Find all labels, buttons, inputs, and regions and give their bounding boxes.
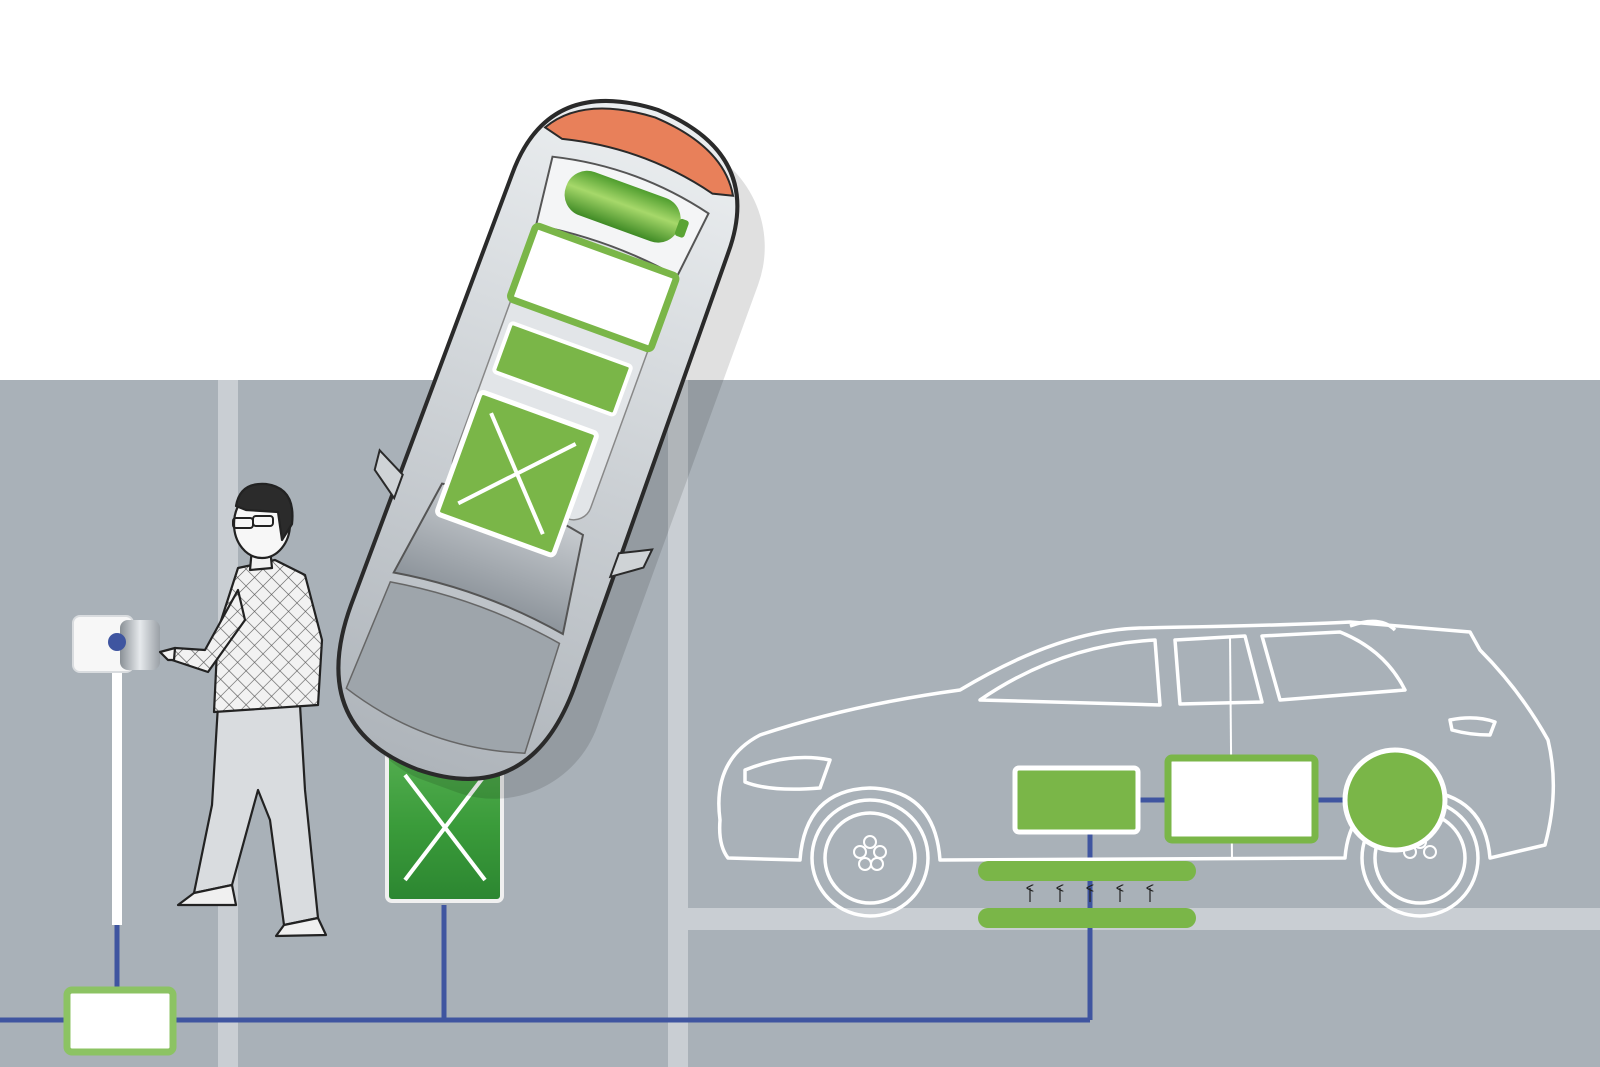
side-view-car	[717, 619, 1556, 918]
inductive-charging-pad-icon	[385, 751, 504, 903]
ground-transmitter-pad	[978, 908, 1196, 928]
person-icon	[158, 482, 328, 938]
car-converter-box	[1012, 765, 1141, 835]
car-motor	[1342, 747, 1448, 853]
vehicle-receiver-pad	[978, 861, 1196, 881]
charging-station-icon	[72, 615, 160, 925]
energy-transfer-arrows	[1030, 888, 1150, 902]
top-view-car	[336, 98, 765, 799]
car-controller-box	[1164, 754, 1319, 844]
car-battery-icon	[564, 170, 681, 243]
grid-control-box	[63, 986, 177, 1056]
